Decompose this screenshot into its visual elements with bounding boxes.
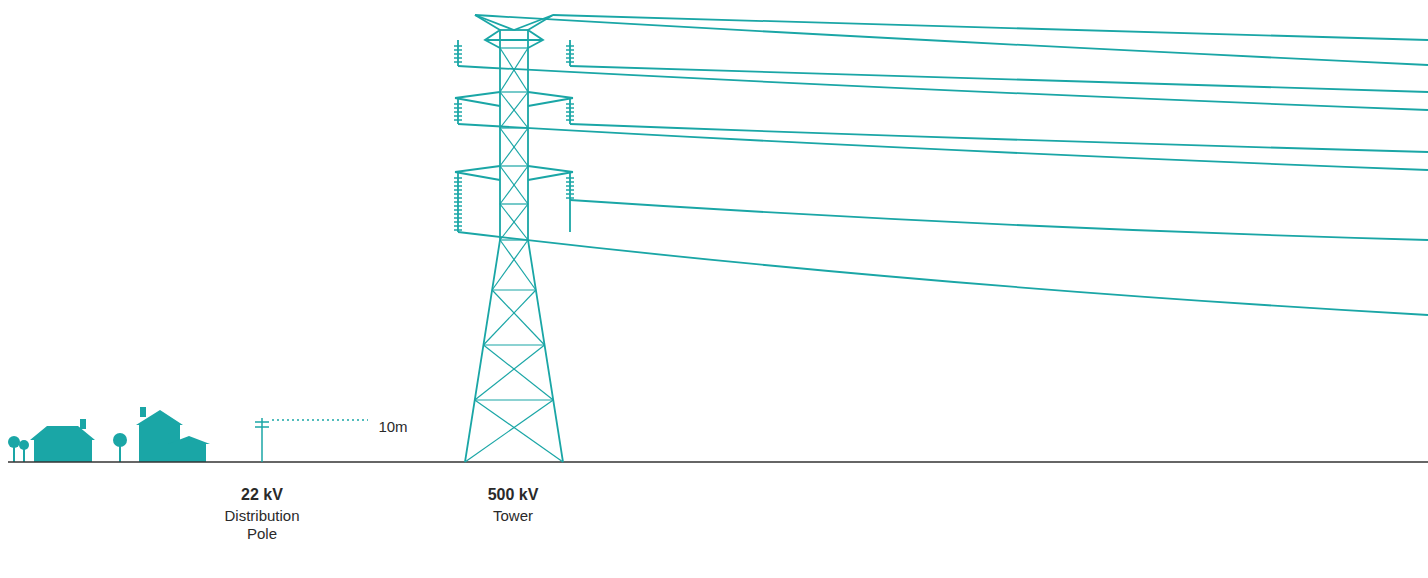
stroke bbox=[454, 185, 462, 187]
stroke bbox=[566, 49, 574, 51]
stroke bbox=[566, 53, 574, 55]
stroke bbox=[500, 239, 528, 240]
stroke bbox=[500, 128, 528, 166]
stroke bbox=[475, 399, 553, 400]
component-label: Tower bbox=[463, 507, 563, 525]
stroke bbox=[500, 166, 528, 204]
stroke bbox=[566, 57, 574, 59]
stroke bbox=[500, 127, 528, 128]
stroke bbox=[492, 240, 528, 290]
houses-trees bbox=[8, 407, 210, 462]
stroke bbox=[566, 181, 574, 183]
distribution-pole bbox=[255, 418, 269, 462]
stroke bbox=[500, 204, 528, 240]
stroke bbox=[500, 128, 528, 166]
stroke bbox=[500, 91, 528, 92]
stroke bbox=[500, 203, 528, 204]
stroke bbox=[500, 165, 528, 166]
stroke bbox=[566, 177, 574, 179]
stroke bbox=[454, 103, 462, 105]
stroke bbox=[454, 61, 462, 63]
stroke bbox=[566, 197, 574, 199]
stroke bbox=[454, 189, 462, 191]
component-label: Distribution Pole bbox=[212, 507, 312, 543]
stroke bbox=[500, 204, 528, 240]
stroke bbox=[454, 45, 462, 47]
stroke bbox=[500, 47, 528, 48]
stroke bbox=[475, 345, 545, 400]
stroke bbox=[566, 107, 574, 109]
stroke bbox=[566, 103, 574, 105]
height-marker bbox=[272, 419, 368, 421]
stroke bbox=[483, 345, 553, 400]
stroke bbox=[483, 344, 544, 345]
stroke bbox=[454, 193, 462, 195]
insulators bbox=[454, 46, 574, 230]
stroke bbox=[454, 53, 462, 55]
stroke bbox=[500, 48, 528, 92]
stroke bbox=[454, 197, 462, 199]
transmission-tower bbox=[455, 15, 1428, 462]
voltage-label: 22 kV bbox=[207, 486, 317, 504]
stroke bbox=[465, 400, 553, 462]
stroke bbox=[454, 177, 462, 179]
stroke bbox=[492, 290, 544, 345]
stroke bbox=[454, 229, 462, 231]
stroke bbox=[566, 115, 574, 117]
stroke bbox=[566, 119, 574, 121]
stroke bbox=[454, 115, 462, 117]
stroke bbox=[566, 189, 574, 191]
stroke bbox=[454, 111, 462, 113]
stroke bbox=[500, 92, 528, 128]
stroke bbox=[500, 92, 528, 128]
voltage-label: 500 kV bbox=[458, 486, 568, 504]
ground-line bbox=[8, 461, 1428, 463]
stroke bbox=[566, 111, 574, 113]
stroke bbox=[454, 119, 462, 121]
tower-bracing bbox=[465, 48, 563, 462]
stroke bbox=[475, 400, 563, 462]
stroke bbox=[500, 166, 528, 204]
stroke bbox=[500, 48, 528, 92]
stroke bbox=[454, 49, 462, 51]
stroke bbox=[454, 217, 462, 219]
stroke bbox=[500, 240, 536, 290]
stroke bbox=[454, 213, 462, 215]
stroke bbox=[454, 181, 462, 183]
dimension-label: 10m bbox=[368, 418, 418, 436]
stroke bbox=[454, 205, 462, 207]
stroke bbox=[454, 201, 462, 203]
stroke bbox=[483, 290, 535, 345]
stroke bbox=[566, 61, 574, 63]
stroke bbox=[566, 45, 574, 47]
stroke bbox=[454, 225, 462, 227]
stroke bbox=[454, 221, 462, 223]
stroke bbox=[492, 289, 536, 290]
stroke bbox=[454, 107, 462, 109]
stroke bbox=[566, 185, 574, 187]
stroke bbox=[454, 57, 462, 59]
stroke bbox=[566, 193, 574, 195]
stroke bbox=[454, 209, 462, 211]
